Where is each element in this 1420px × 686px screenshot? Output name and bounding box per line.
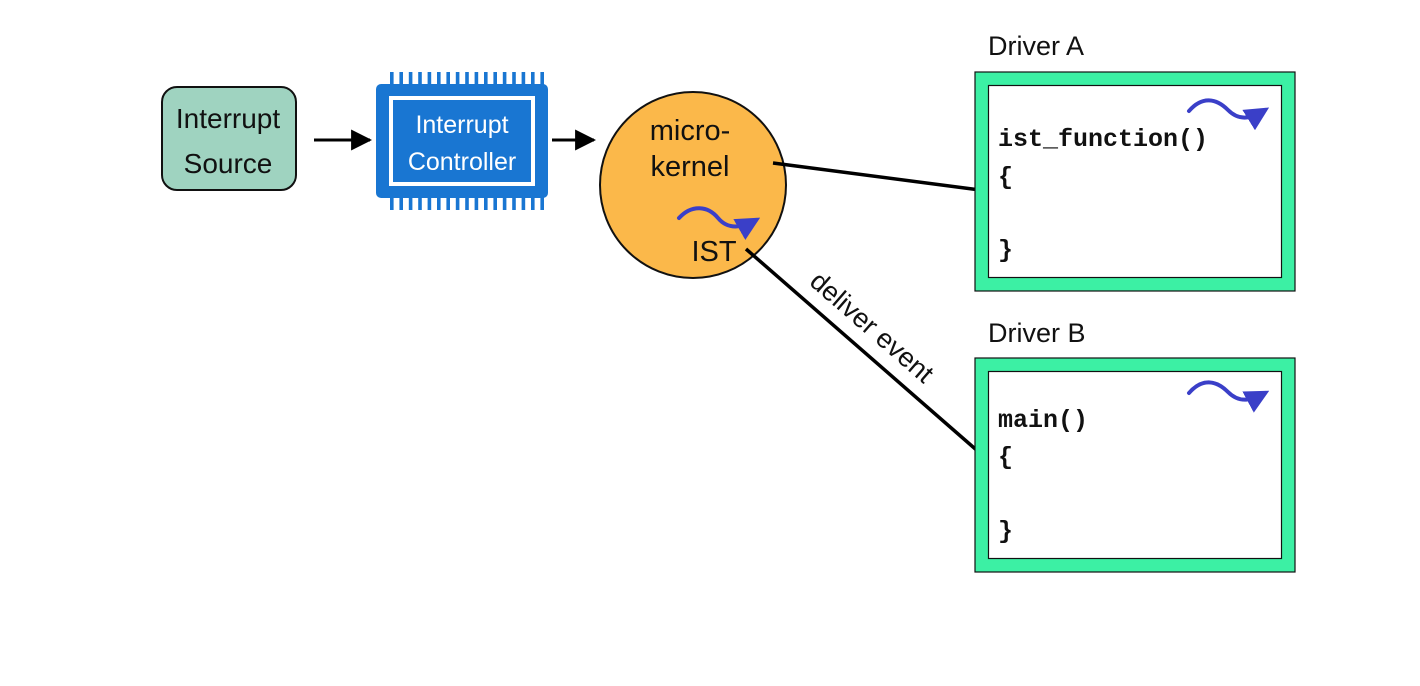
driver-b-close-brace: } (998, 517, 1013, 546)
driver-a-function-name: ist_function() (998, 125, 1208, 154)
chip-pin (455, 72, 460, 86)
chip-pin (408, 72, 413, 86)
chip-pin (512, 72, 516, 86)
chip-pin (502, 196, 507, 210)
driver-a-title: Driver A (988, 31, 1084, 61)
microkernel-label-line1: micro- (650, 115, 731, 147)
driver-a-close-brace: } (998, 236, 1013, 265)
chip-pin (418, 196, 422, 210)
driver-b-open-brace: { (998, 443, 1013, 472)
chip-pin (540, 72, 544, 86)
interrupt-source-label-line2: Source (184, 148, 273, 179)
microkernel-node: micro- kernel IST (599, 91, 787, 279)
interrupt-source-label-line1: Interrupt (176, 103, 280, 134)
chip-pin (427, 196, 432, 210)
interrupt-controller-label-line2: Controller (408, 148, 516, 176)
chip-pin (512, 196, 516, 210)
chip-pin (493, 196, 497, 210)
chip-pin (484, 196, 488, 210)
driver-a: Driver A ist_function() { } (974, 31, 1296, 292)
chip-pin (437, 72, 441, 86)
chip-pin (446, 196, 450, 210)
interrupt-controller-node: Interrupt Controller (376, 72, 548, 210)
chip-pin (390, 72, 394, 86)
chip-pin (399, 196, 403, 210)
thread-squiggle-icon (1187, 98, 1270, 131)
chip-pin (390, 196, 394, 210)
arrow-ist-to-driver-b (744, 247, 1006, 476)
chip-pin (418, 72, 422, 86)
chip-icon (390, 72, 544, 210)
chip-pin (455, 196, 460, 210)
chip-pin (531, 196, 535, 210)
chip-pin (493, 72, 497, 86)
chip-pin (465, 196, 469, 210)
chip-pin (399, 72, 403, 86)
thread-squiggle-icon (1187, 380, 1270, 413)
chip-pin (474, 72, 479, 86)
chip-pin (408, 196, 413, 210)
chip-pin (531, 72, 535, 86)
chip-pin (465, 72, 469, 86)
thread-squiggle-icon (677, 206, 761, 240)
chip-pin (474, 196, 479, 210)
chip-pin (521, 196, 526, 210)
chip-pin (484, 72, 488, 86)
driver-a-open-brace: { (998, 163, 1013, 192)
interrupt-controller-label-line1: Interrupt (415, 111, 508, 139)
arrow-kernel-to-driver-a (772, 161, 1006, 203)
chip-pin (502, 72, 507, 86)
ist-label: IST (691, 236, 736, 268)
driver-b-function-name: main() (998, 406, 1088, 435)
driver-b: Driver B main() { } (974, 318, 1296, 573)
chip-pin (446, 72, 450, 86)
driver-b-title: Driver B (988, 318, 1086, 348)
chip-pin (521, 72, 526, 86)
chip-pin (437, 196, 441, 210)
chip-pin (540, 196, 544, 210)
deliver-event-label: deliver event (804, 266, 940, 389)
chip-pin (427, 72, 432, 86)
interrupt-source-node: Interrupt Source (161, 86, 297, 191)
microkernel-label-line2: kernel (651, 151, 730, 183)
